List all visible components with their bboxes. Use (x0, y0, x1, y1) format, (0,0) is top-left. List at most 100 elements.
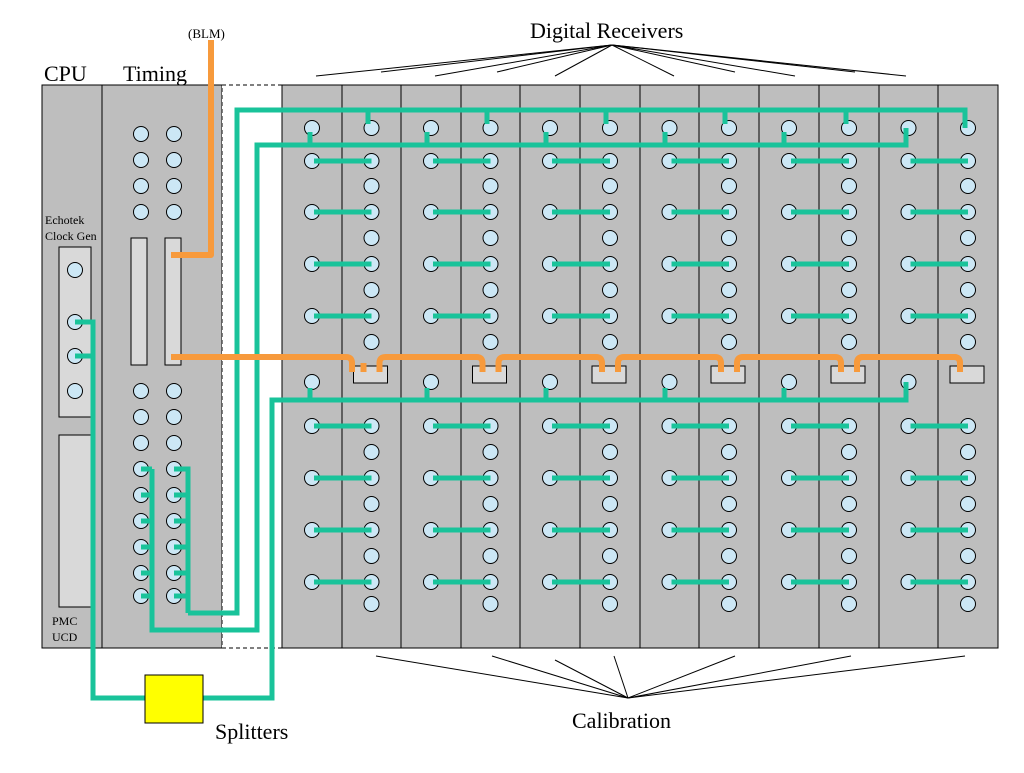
calibration-label: Calibration (572, 708, 671, 733)
receiver-connector-icon (960, 548, 976, 564)
receiver-connector-icon (304, 374, 320, 390)
orange-cable (171, 40, 214, 258)
receiver-connector-icon (602, 596, 618, 612)
receiver-connector-icon (423, 120, 439, 136)
timing-connector-icon (133, 204, 149, 220)
teal-cable (149, 128, 909, 633)
annotation-line (315, 44, 613, 77)
receiver-connector-icon (721, 444, 737, 460)
receiver-connector-icon (542, 374, 558, 390)
timing-connector-icon (166, 204, 182, 220)
timing-connector-icon (133, 152, 149, 168)
receiver-connector-icon (841, 548, 857, 564)
receiver-connector-icon (363, 334, 380, 350)
timing-connector-icon (166, 178, 182, 194)
cpu-label: CPU (44, 61, 87, 86)
annotation-line (554, 44, 613, 77)
receiver-connector-icon (482, 178, 499, 194)
timing-connector-icon (133, 383, 149, 399)
receiver-slot (519, 84, 581, 649)
teal-cables (75, 107, 968, 701)
receiver-slot (400, 84, 462, 649)
receiver-connector-icon (960, 496, 976, 512)
orange-cable (171, 354, 355, 372)
annotation-line (434, 44, 613, 77)
annotation-line (627, 655, 736, 699)
receiver-connector-icon (960, 282, 976, 298)
receiver-connector-icon (960, 596, 976, 612)
annotation-line (611, 44, 675, 77)
orange-cables (171, 40, 963, 372)
receiver-connector-icon (721, 230, 737, 246)
receiver-connector-icon (661, 120, 678, 136)
receiver-connector-icon (602, 282, 618, 298)
receiver-connector-icon (602, 548, 618, 564)
pmc-label-line1: PMC (52, 614, 77, 628)
receiver-connector-icon (602, 230, 618, 246)
receiver-connector-icon (721, 178, 737, 194)
receiver-slot (758, 84, 820, 649)
receiver-connector-icon (363, 596, 380, 612)
annotation-line (627, 655, 852, 699)
teal-cable (75, 319, 145, 701)
receiver-connector-icon (841, 596, 857, 612)
annotation-line (613, 655, 629, 699)
timing-connector-icon (166, 409, 182, 425)
receiver-slot (878, 84, 939, 649)
receiver-connector-icon (482, 230, 499, 246)
receiver-connector-icon (960, 444, 976, 460)
receiver-connector-icon (482, 596, 499, 612)
orange-cable (734, 354, 844, 372)
timing-panel-right (164, 237, 182, 366)
orange-cable (615, 354, 724, 372)
receiver-connector-icon (781, 120, 797, 136)
receiver-connector-icon (363, 496, 380, 512)
receiver-connector-icon (721, 496, 737, 512)
splitters-label: Splitters (215, 719, 288, 744)
receiver-connector-icon (841, 444, 857, 460)
cpu-connector-icon (67, 383, 83, 399)
receiver-connector-icon (482, 444, 499, 460)
receiver-connector-icon (602, 178, 618, 194)
receiver-connector-icon (363, 282, 380, 298)
receiver-connector-icon (721, 282, 737, 298)
receiver-connector-icon (721, 334, 737, 350)
annotation-line (611, 44, 907, 77)
annotation-line (611, 44, 796, 77)
digital-receivers-label: Digital Receivers (530, 18, 683, 43)
timing-connector-icon (133, 126, 149, 142)
annotation-line (554, 659, 629, 699)
receiver-connector-icon (781, 374, 797, 390)
receiver-connector-icon (363, 548, 380, 564)
annotation-line (375, 655, 629, 699)
receiver-connector-icon (363, 178, 380, 194)
cpu-connector-icon (67, 262, 83, 278)
receiver-connector-icon (482, 548, 499, 564)
blm-label: (BLM) (188, 26, 225, 41)
annotation-line (611, 44, 736, 73)
pmc-panel (58, 434, 92, 608)
echotek-label-line2: Clock Gen (45, 229, 97, 243)
receiver-connector-icon (841, 178, 857, 194)
receiver-connector-icon (423, 374, 439, 390)
annotation-line (491, 655, 629, 699)
timing-connector-icon (133, 178, 149, 194)
receiver-slot (639, 84, 700, 649)
timing-connector-icon (166, 152, 182, 168)
teal-cable (203, 382, 909, 701)
echotek-label-line1: Echotek (45, 213, 84, 227)
timing-connector-icon (133, 409, 149, 425)
receiver-connector-icon (482, 120, 499, 136)
receiver-connector-icon (721, 596, 737, 612)
receiver-connector-icon (841, 230, 857, 246)
receiver-connector-icon (363, 230, 380, 246)
receiver-connector-icon (960, 230, 976, 246)
receiver-connector-icon (602, 334, 618, 350)
timing-connector-icon (166, 383, 182, 399)
receiver-connector-icon (482, 282, 499, 298)
receiver-slot (281, 84, 343, 649)
annotation-line (627, 655, 966, 699)
receiver-connector-icon (841, 282, 857, 298)
